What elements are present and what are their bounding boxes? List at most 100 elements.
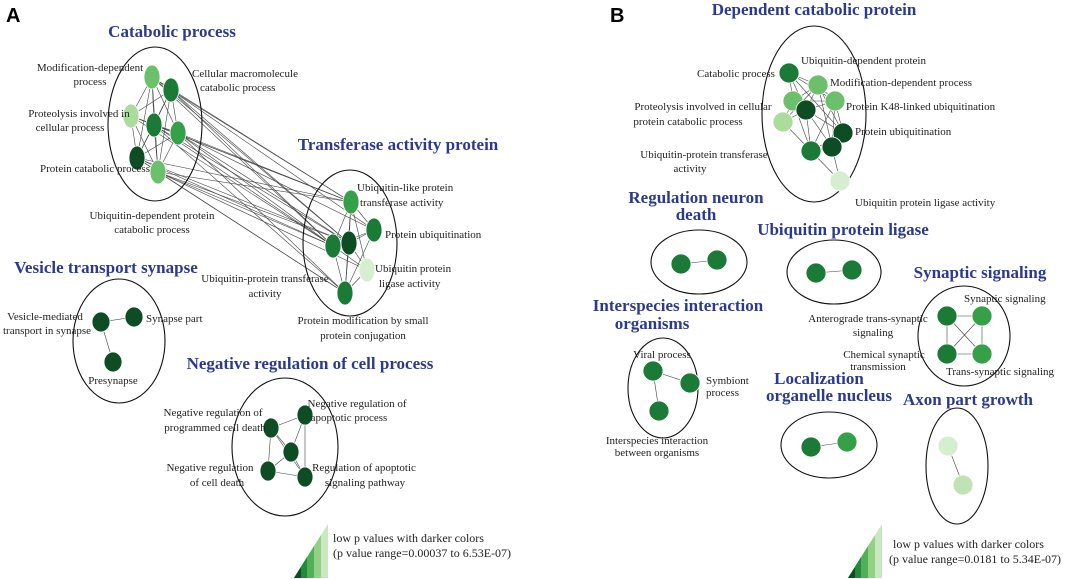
cluster-synaptic-signaling: Synaptic signaling Synaptic signaling Ch… bbox=[843, 263, 1055, 387]
panel-b: B bbox=[593, 0, 1061, 578]
node bbox=[772, 111, 794, 133]
node-label: Ubiquitin-protein transferase bbox=[640, 149, 767, 161]
cluster-vesicle-transport-synapse: Vesicle transport synapse Vesicle-mediat… bbox=[3, 258, 203, 404]
node-label: between organisms bbox=[615, 447, 699, 459]
cluster-outline bbox=[107, 46, 203, 202]
cluster-title: Catabolic process bbox=[108, 22, 236, 41]
node-label: apoptotic process bbox=[311, 412, 388, 424]
node bbox=[971, 343, 993, 365]
node-label: Symbiont bbox=[706, 375, 749, 387]
node bbox=[807, 74, 829, 96]
cluster-title: organisms bbox=[615, 314, 690, 333]
node-label: protein catabolic process bbox=[633, 116, 742, 128]
node-label: Interspecies interaction bbox=[606, 435, 709, 447]
node bbox=[128, 145, 146, 171]
node bbox=[143, 64, 161, 90]
node-label: Modification-dependent process bbox=[830, 77, 972, 89]
node bbox=[800, 140, 822, 162]
cluster-outline bbox=[786, 239, 882, 305]
cluster-localization-organelle-nucleus: Localization organelle nucleus bbox=[766, 369, 892, 479]
cluster-ubiquitin-protein-ligase: Ubiquitin protein ligase Anterograde tra… bbox=[757, 220, 929, 339]
node-label: Anterograde trans-synaptic bbox=[808, 313, 928, 325]
node-label: Ubiquitin-like protein bbox=[357, 182, 454, 194]
node bbox=[971, 305, 993, 327]
node bbox=[259, 460, 277, 482]
node-label: signaling pathway bbox=[325, 477, 406, 489]
node bbox=[800, 436, 822, 458]
node-label: transferase activity bbox=[360, 197, 444, 209]
cluster-title: Ubiquitin protein ligase bbox=[757, 220, 929, 239]
legend-a: low p values with darker colors (p value… bbox=[294, 524, 511, 578]
node-label: Protein ubiquitination bbox=[855, 126, 952, 138]
node-label: Ubiquitin-dependent protein bbox=[90, 210, 215, 222]
node-label: Negative regulation of bbox=[164, 407, 263, 419]
node-label: Presynapse bbox=[88, 375, 138, 387]
node-label: catabolic process bbox=[114, 224, 189, 236]
cluster-transferase-activity-protein: Transferase activity protein Ubiquitin-l… bbox=[201, 135, 498, 342]
node-label: Protein catabolic process bbox=[40, 163, 150, 175]
node-label: Proteolysis involved in bbox=[28, 108, 130, 120]
node-label: Regulation of apoptotic bbox=[312, 462, 416, 474]
node bbox=[365, 217, 383, 243]
cluster-regulation-neuron-death: Regulation neuron death bbox=[628, 188, 764, 295]
node bbox=[124, 306, 144, 328]
node-label: Modification-dependent bbox=[37, 62, 143, 74]
panel-b-letter: B bbox=[610, 5, 624, 27]
node-label: of cell death bbox=[190, 477, 245, 489]
node-label: Cellular macromolecule bbox=[192, 68, 298, 80]
node bbox=[952, 474, 974, 496]
node bbox=[824, 90, 846, 112]
node-label: process bbox=[706, 387, 739, 399]
inter-cluster-edges bbox=[130, 76, 375, 294]
cluster-interspecies-interaction: Interspecies interaction organisms Viral… bbox=[593, 296, 764, 459]
cluster-title: Localization bbox=[774, 369, 864, 388]
cluster-title: death bbox=[676, 205, 717, 224]
node-label: activity bbox=[674, 163, 707, 175]
node-label: Catabolic process bbox=[697, 68, 775, 80]
node bbox=[324, 233, 342, 259]
cluster-title: Interspecies interaction bbox=[593, 296, 764, 315]
legend-line-2: (p value range=0.00037 to 6.53E-07) bbox=[333, 546, 511, 560]
cluster-title: Regulation neuron bbox=[628, 188, 764, 207]
cluster-title: Transferase activity protein bbox=[298, 135, 499, 154]
node-label: Synapse part bbox=[146, 313, 203, 325]
node-label: Ubiquitin-dependent protein bbox=[801, 55, 926, 67]
node-label: Negative regulation of bbox=[308, 398, 407, 410]
node bbox=[149, 159, 167, 185]
cluster-outline bbox=[650, 229, 748, 295]
legend-line-1: low p values with darker colors bbox=[893, 537, 1044, 551]
node-label: transmission bbox=[850, 361, 906, 373]
node bbox=[706, 249, 728, 271]
cluster-outline bbox=[302, 169, 398, 317]
cluster-outline bbox=[231, 377, 339, 517]
cluster-title: organelle nucleus bbox=[766, 386, 892, 405]
legend-b: low p values with darker colors (p value… bbox=[848, 524, 1061, 578]
node bbox=[169, 120, 187, 146]
node bbox=[340, 230, 358, 256]
node-label: Ubiquitin-protein transferase bbox=[201, 273, 328, 285]
node bbox=[282, 441, 300, 463]
node bbox=[829, 170, 851, 192]
node bbox=[936, 305, 958, 327]
cluster-title: Negative regulation of cell process bbox=[187, 354, 434, 373]
legend-line-2: (p value range=0.0181 to 5.34E-07) bbox=[889, 552, 1061, 566]
cluster-title: Vesicle transport synapse bbox=[14, 258, 198, 277]
node-label: Viral process bbox=[633, 349, 691, 361]
node bbox=[679, 372, 701, 394]
cluster-axon-part-growth: Axon part growth bbox=[903, 390, 1034, 525]
node-label: Proteolysis involved in cellular bbox=[634, 101, 772, 113]
node bbox=[841, 259, 863, 281]
cluster-negative-regulation: Negative regulation of cell process Nega… bbox=[164, 354, 434, 517]
node-label: catabolic process bbox=[200, 82, 275, 94]
node bbox=[103, 351, 123, 373]
node-label: signaling bbox=[853, 327, 894, 339]
cluster-outline bbox=[780, 411, 878, 479]
node bbox=[648, 400, 670, 422]
node bbox=[805, 262, 827, 284]
node-label: Vesicle-mediated bbox=[7, 311, 83, 323]
node bbox=[336, 280, 354, 306]
node bbox=[358, 257, 376, 283]
node bbox=[342, 189, 360, 215]
panel-a-letter: A bbox=[6, 5, 20, 27]
